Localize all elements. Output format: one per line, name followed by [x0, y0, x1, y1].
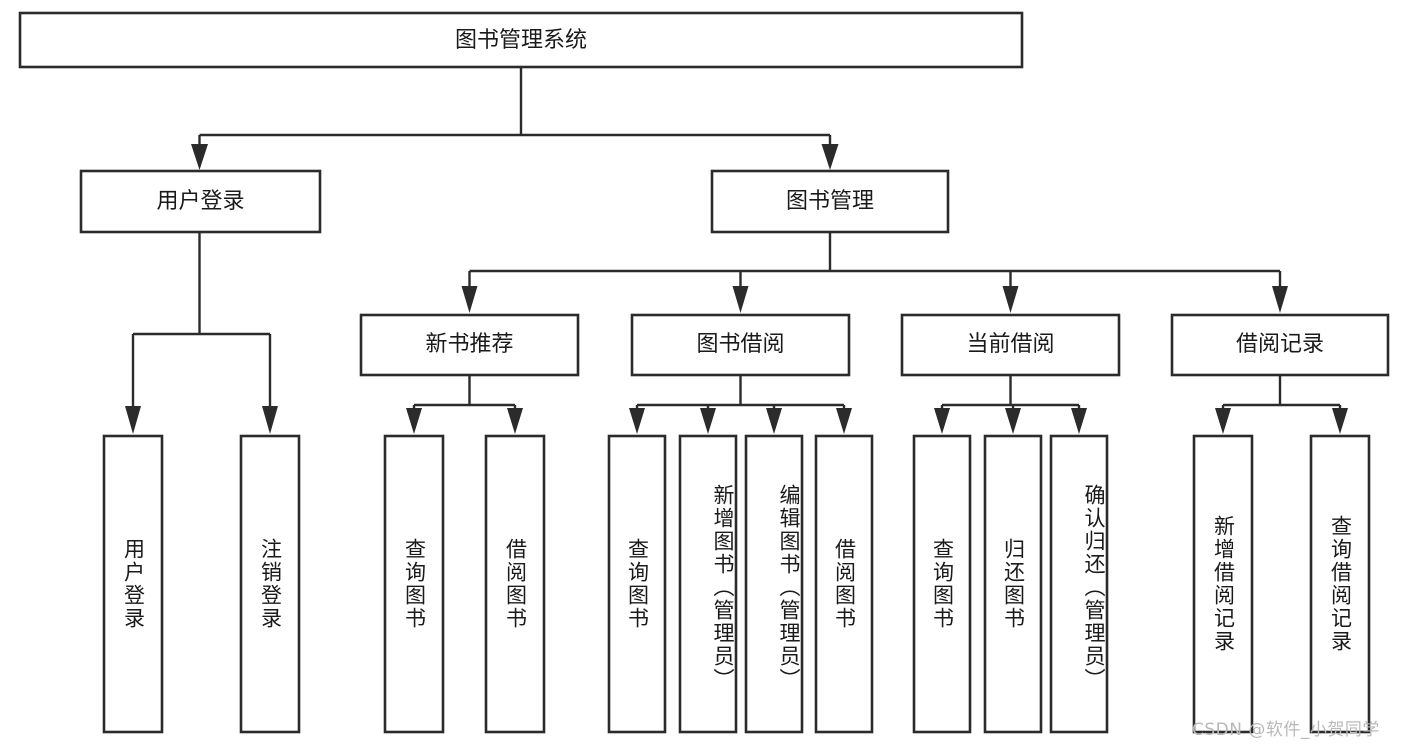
node-box-root[interactable] — [18, 11, 1024, 69]
arrow-icon-borrow-records — [1272, 286, 1288, 313]
node-box-book-management[interactable] — [710, 169, 950, 234]
node-box-new-book-recommend[interactable] — [359, 313, 580, 377]
csdn-watermark: CSDN @软件_小贺同学 — [1192, 720, 1380, 740]
arrow-icon-leaf-confirm-return-admin — [1071, 408, 1087, 434]
node-box-leaf-add-borrow-record[interactable] — [1192, 434, 1254, 734]
arrow-icon-leaf-edit-book-admin — [766, 408, 782, 434]
arrow-icon-leaf-add-borrow-record — [1215, 408, 1231, 434]
arrow-icon-leaf-query-book-current — [934, 408, 950, 434]
arrow-icon-leaf-query-book-borrow — [629, 408, 645, 434]
node-box-leaf-return-book[interactable] — [983, 434, 1043, 734]
node-box-borrow-records[interactable] — [1170, 313, 1390, 377]
node-label-current-borrow: 当前借阅 — [966, 332, 1054, 357]
node-box-leaf-logout[interactable] — [239, 434, 301, 734]
arrow-icon-leaf-borrow-book — [836, 408, 852, 434]
arrow-icon-book-management — [821, 144, 839, 170]
node-label-borrow-records: 借阅记录 — [1236, 332, 1324, 357]
node-box-current-borrow[interactable] — [900, 313, 1121, 377]
node-box-leaf-query-book-borrow[interactable] — [607, 434, 667, 734]
node-box-book-borrow[interactable] — [630, 313, 851, 377]
arrow-icon-leaf-query-borrow-record — [1332, 408, 1348, 434]
arrow-icon-leaf-logout — [262, 406, 278, 434]
node-box-leaf-query-book-current[interactable] — [912, 434, 972, 734]
arrow-icon-leaf-borrow-book-recommend — [507, 408, 523, 434]
node-box-leaf-add-book-admin[interactable] — [678, 434, 738, 734]
node-label-book-management: 图书管理 — [786, 189, 874, 214]
arrow-icon-leaf-add-book-admin — [700, 408, 716, 434]
node-box-leaf-query-borrow-record[interactable] — [1309, 434, 1371, 734]
arrow-icon-leaf-query-book-recommend — [406, 408, 422, 434]
node-layer: 图书管理系统 用户登录 图书管理 新书推荐 图书借阅 当前借阅 借阅记录 — [18, 11, 1390, 734]
node-box-leaf-borrow-book-recommend[interactable] — [484, 434, 546, 734]
connector-layer — [125, 67, 1348, 434]
node-label-new-book-recommend: 新书推荐 — [425, 332, 513, 357]
arrow-icon-current-borrow — [1002, 286, 1019, 313]
node-box-user-login[interactable] — [79, 169, 322, 234]
node-label-user-login: 用户登录 — [156, 189, 244, 214]
node-box-leaf-confirm-return-admin[interactable] — [1049, 434, 1109, 734]
node-box-leaf-borrow-book[interactable] — [814, 434, 874, 734]
arrow-icon-new-book-recommend — [461, 286, 478, 313]
node-label-root: 图书管理系统 — [455, 28, 587, 53]
node-label-book-borrow: 图书借阅 — [696, 332, 784, 357]
arrow-icon-leaf-user-login — [125, 406, 141, 434]
arrow-icon-leaf-return-book — [1005, 408, 1021, 434]
arrow-icon-book-borrow — [732, 286, 749, 313]
node-box-leaf-query-book-recommend[interactable] — [383, 434, 445, 734]
node-box-leaf-user-login[interactable] — [102, 434, 164, 734]
node-box-leaf-edit-book-admin[interactable] — [744, 434, 804, 734]
arrow-icon-user-login — [191, 144, 208, 170]
